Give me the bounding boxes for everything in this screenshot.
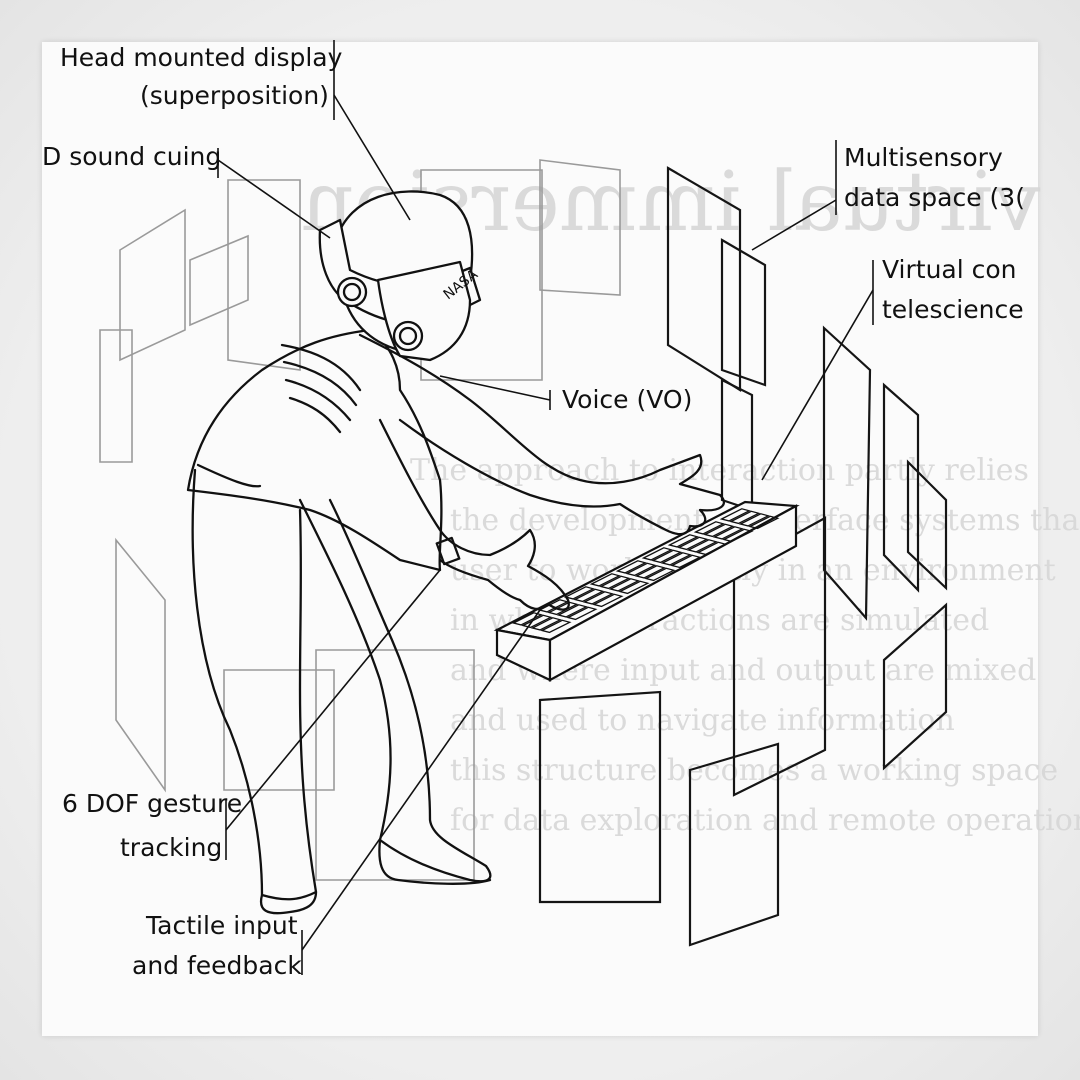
label-hmd-1: Head mounted display (60, 43, 343, 72)
leader-lines (217, 40, 874, 975)
label-voice: Voice (VO) (562, 385, 692, 414)
keyboard-key (670, 554, 702, 569)
label-sound: D sound cuing (42, 142, 221, 171)
keyboard-key (667, 534, 700, 548)
keyboard-key (719, 508, 752, 522)
keyboard-key (712, 526, 745, 540)
keyboard-key (660, 552, 693, 566)
svg-text:this structure becomes a worki: this structure becomes a working space (450, 753, 1058, 788)
keyboard-key (592, 593, 624, 608)
keyboard-key (693, 521, 726, 535)
keyboard-key (530, 617, 563, 631)
keyboard-key (686, 539, 719, 553)
wrist-tracker (435, 536, 461, 566)
keyboard-key (615, 560, 648, 574)
keyboard-key (634, 565, 667, 579)
keyboard-key (599, 575, 631, 590)
keyboard-key (547, 601, 579, 616)
keyboard-key (537, 599, 570, 613)
keyboard-key (540, 619, 572, 634)
keyboard-key (589, 573, 622, 587)
label-virtual-1: Virtual con (882, 255, 1017, 284)
head-mounted-display: NASA (318, 190, 481, 362)
keyboard-key (582, 591, 615, 605)
keyboard-key (696, 541, 728, 556)
keyboard-key (703, 523, 735, 538)
callout-labels: Head mounted display (superposition) D s… (42, 43, 1025, 980)
left-arm (358, 333, 726, 536)
label-gesture-2: tracking (120, 833, 222, 862)
keyboard-key (566, 606, 598, 621)
keyboard-key (651, 549, 683, 564)
keyboard-key (738, 513, 771, 527)
keyboard-key (608, 578, 641, 592)
label-multisensory-2: data space (3( (844, 183, 1025, 212)
svg-text:for data exploration and remot: for data exploration and remote operatio… (450, 803, 1080, 838)
svg-text:The approach to interaction pa: The approach to interaction partly relie… (410, 453, 1029, 488)
right-arm (378, 418, 570, 611)
label-virtual-2: telescience (882, 295, 1024, 324)
label-tactile-2: and feedback (132, 951, 302, 980)
keyboard-key (677, 536, 709, 551)
keyboard-key (563, 586, 596, 600)
label-multisensory-1: Multisensory (844, 143, 1003, 172)
person-figure (186, 328, 726, 915)
keyboard-key (641, 547, 674, 561)
keyboard-key (556, 604, 589, 618)
keyboard-key (625, 562, 657, 577)
keyboard-key (729, 510, 761, 525)
keyboard-key (573, 588, 605, 603)
left-leg (191, 468, 318, 901)
keyboard-key (722, 528, 754, 543)
label-gesture-1: 6 DOF gesture (62, 789, 242, 818)
keyboard-key (511, 612, 544, 626)
keyboard-key (618, 580, 650, 595)
svg-text:and used to navigate informati: and used to navigate information (450, 703, 955, 738)
label-hmd-2: (superposition) (140, 81, 329, 110)
label-tactile-1: Tactile input (145, 911, 298, 940)
keyboard-key (644, 567, 676, 582)
torso (186, 328, 443, 572)
keyboard-key (748, 515, 780, 530)
